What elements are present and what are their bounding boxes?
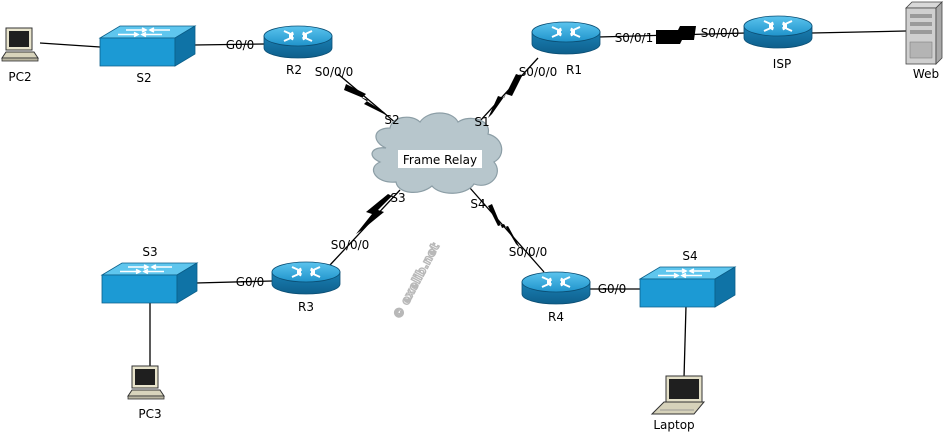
isp-label: ISP [773,57,791,71]
cloud-s4-label: S4 [470,197,485,211]
r1-router[interactable] [531,21,601,55]
s4-label: S4 [682,249,697,263]
r3-s0-label: S0/0/0 [331,238,370,252]
cloud-s2-label: S2 [384,113,399,127]
r1-s1-label: S0/0/1 [615,31,654,45]
serial-link-r3-cloud [329,189,401,266]
s2-label: S2 [136,71,151,85]
cloud-s1-label: S1 [474,115,489,129]
r2-g0-label: G0/0 [226,38,255,52]
s3-label: S3 [142,245,157,259]
r3-g0-label: G0/0 [236,275,265,289]
web-server[interactable] [905,1,943,65]
r4-g0-label: G0/0 [598,282,627,296]
watermark-text: © exelib.net [390,240,442,321]
interface-labels: G0/0 S0/0/0 S0/0/0 S0/0/1 S0/0/0 S2 S1 S… [226,26,740,296]
pc2-label: PC2 [8,70,31,84]
s2-switch[interactable] [99,25,196,67]
frame-relay-cloud: Frame Relay [371,112,503,194]
r4-label: R4 [548,310,564,324]
frame-relay-label: Frame Relay [403,153,477,167]
serial-link-r4-cloud [469,187,545,273]
s3-switch[interactable] [101,262,198,304]
r2-router[interactable] [263,25,333,59]
laptop-label: Laptop [653,418,694,432]
cloud-s3-label: S3 [390,191,405,205]
pc3-computer[interactable] [127,365,165,400]
r2-s0-label: S0/0/0 [315,65,354,79]
link-s4-laptop [683,305,687,379]
isp-router[interactable] [743,15,813,49]
link-pc2-s2 [39,42,101,48]
r4-s0-label: S0/0/0 [509,245,548,259]
pc2-computer[interactable] [1,27,39,62]
link-isp-web [811,30,907,34]
r3-label: R3 [298,300,314,314]
s4-switch[interactable] [639,266,736,308]
links [39,26,907,379]
serial-link-r1-isp [597,26,747,44]
r3-router[interactable] [271,261,341,295]
r2-label: R2 [286,63,302,77]
watermark: © exelib.net [390,240,443,322]
web-label: Web [913,67,939,81]
link-s3-r3 [195,280,273,284]
r1-label: R1 [566,63,582,77]
r4-router[interactable] [521,271,591,305]
isp-s0-label: S0/0/0 [701,26,740,40]
pc3-label: PC3 [138,407,161,421]
laptop-computer[interactable] [650,375,706,415]
r1-s0-label: S0/0/0 [519,65,558,79]
link-s2-r2 [193,43,265,46]
